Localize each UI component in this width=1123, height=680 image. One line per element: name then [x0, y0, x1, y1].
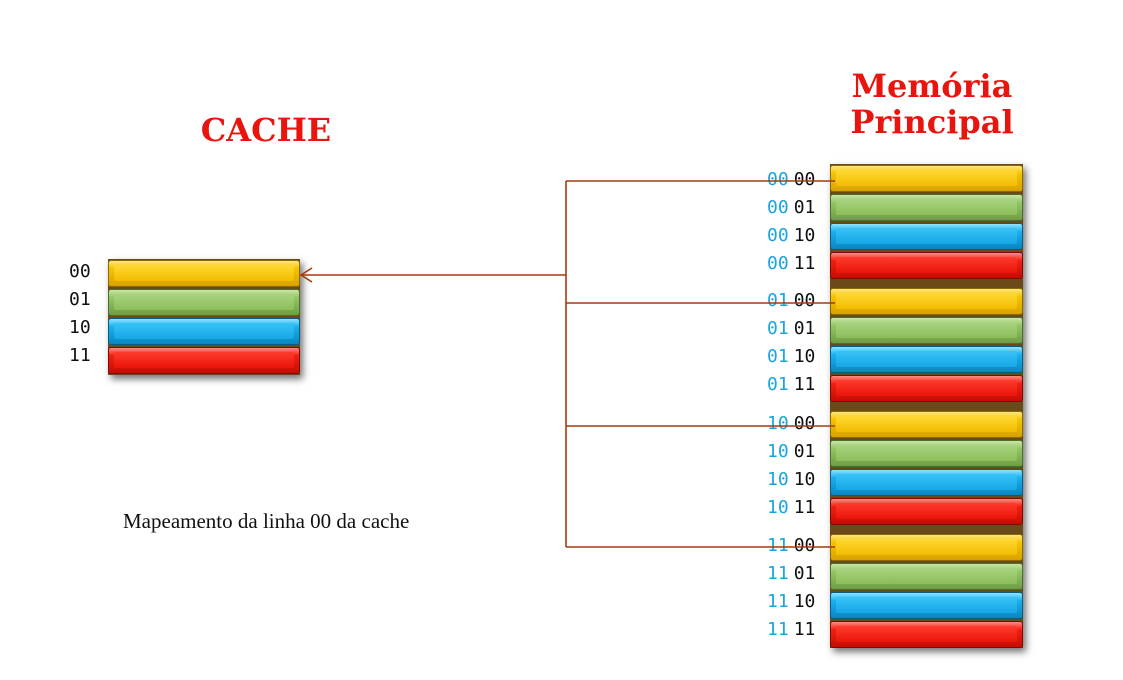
memory-row-0100 — [830, 288, 1023, 315]
memory-row-1010 — [830, 469, 1023, 496]
address-tag: 10 — [767, 441, 789, 462]
address-tag: 01 — [767, 290, 789, 311]
cache-line-label: 00 — [69, 261, 91, 282]
address-line: 01 — [793, 563, 816, 584]
address-tag: 00 — [767, 253, 789, 274]
memory-row-0001 — [830, 194, 1023, 221]
address-tag: 10 — [767, 469, 789, 490]
memory-row-0010 — [830, 223, 1023, 250]
memory-row-0110 — [830, 346, 1023, 373]
address-line: 11 — [793, 619, 816, 640]
memory-row-1000 — [830, 411, 1023, 438]
cache-title: CACHE — [200, 111, 332, 149]
arrow-head-icon — [299, 267, 313, 283]
address-tag: 11 — [767, 535, 789, 556]
cache-line-label: 11 — [69, 345, 91, 366]
address-tag: 00 — [767, 197, 789, 218]
address-line: 00 — [793, 535, 816, 556]
main-memory-title-line2: Principal — [850, 103, 1014, 141]
cache-line-label: 10 — [69, 317, 91, 338]
memory-row-1100 — [830, 534, 1023, 561]
caption: Mapeamento da linha 00 da cache — [123, 509, 410, 533]
main-memory-block — [830, 164, 1023, 648]
address-line: 10 — [793, 469, 816, 490]
address-line: 11 — [793, 253, 816, 274]
address-tag: 11 — [767, 619, 789, 640]
memory-row-1110 — [830, 592, 1023, 619]
address-tag: 01 — [767, 346, 789, 367]
address-line: 01 — [793, 197, 816, 218]
address-line: 01 — [793, 318, 816, 339]
memory-row-0101 — [830, 317, 1023, 344]
memory-row-0111 — [830, 375, 1023, 402]
cache-block — [108, 259, 300, 375]
cache-line-00 — [108, 260, 300, 287]
cache-line-label: 01 — [69, 289, 91, 310]
address-tag: 00 — [767, 225, 789, 246]
main-memory-title: Memória Principal — [842, 68, 1022, 140]
address-tag: 10 — [767, 497, 789, 518]
memory-row-1011 — [830, 498, 1023, 525]
main-memory-title-line1: Memória — [851, 67, 1013, 105]
address-line: 10 — [793, 346, 816, 367]
address-tag: 01 — [767, 374, 789, 395]
memory-row-1101 — [830, 563, 1023, 590]
cache-line-10 — [108, 318, 300, 345]
memory-row-1111 — [830, 621, 1023, 648]
address-line: 00 — [793, 413, 816, 434]
address-line: 00 — [793, 169, 816, 190]
memory-row-0011 — [830, 252, 1023, 279]
address-line: 01 — [793, 441, 816, 462]
address-tag: 11 — [767, 563, 789, 584]
address-line: 11 — [793, 374, 816, 395]
address-tag: 10 — [767, 413, 789, 434]
address-tag: 11 — [767, 591, 789, 612]
cache-line-11 — [108, 347, 300, 374]
address-line: 10 — [793, 591, 816, 612]
cache-line-01 — [108, 289, 300, 316]
address-line: 10 — [793, 225, 816, 246]
address-tag: 01 — [767, 318, 789, 339]
memory-row-0000 — [830, 165, 1023, 192]
address-tag: 00 — [767, 169, 789, 190]
address-line: 00 — [793, 290, 816, 311]
memory-row-1001 — [830, 440, 1023, 467]
address-line: 11 — [793, 497, 816, 518]
